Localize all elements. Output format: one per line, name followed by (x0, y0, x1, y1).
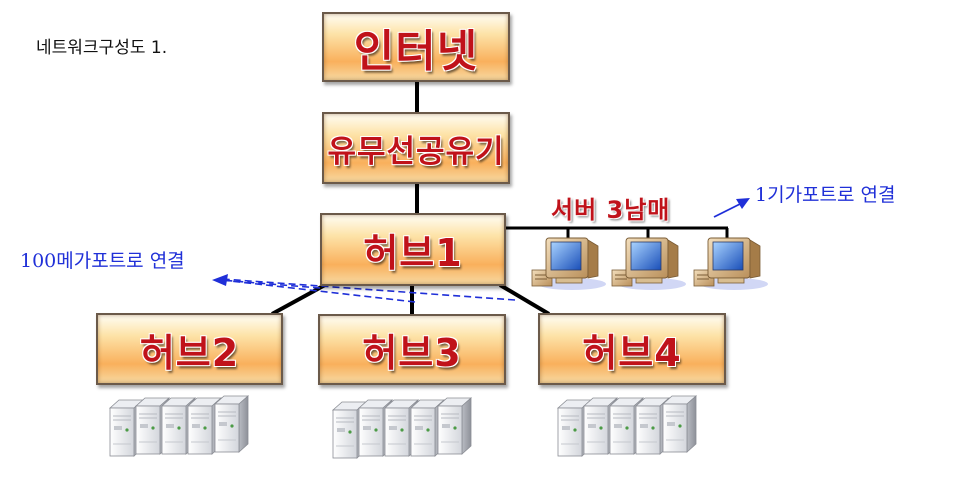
one-giga-annotation: 1기가포트로 연결 (755, 184, 896, 206)
hub3-label: 허브3 (362, 331, 462, 375)
server-rack-group-hub2 (109, 395, 249, 457)
one-giga-arrow (713, 202, 743, 218)
internet-node: 인터넷 (322, 12, 510, 82)
dashed-arrow-3 (221, 278, 516, 301)
hundred-mega-arrowhead (212, 274, 228, 286)
hundred-mega-annotation: 100메가포트로 연결 (20, 250, 185, 272)
server-pc-icon-2 (611, 237, 687, 291)
server-rack-icon (437, 397, 472, 455)
server-link-lines (504, 226, 729, 240)
server-rack-group-hub3 (332, 397, 472, 459)
diagram-title: 네트워크구성도 1. (36, 38, 168, 58)
hub2-node: 허브2 (96, 313, 283, 385)
server-rack-icon (662, 395, 697, 453)
hub1-label: 허브1 (363, 231, 463, 275)
internet-label: 인터넷 (353, 26, 479, 77)
hub4-node: 허브4 (538, 313, 726, 385)
link-hub1-hub2 (271, 283, 326, 316)
server-rack-group-hub4 (557, 395, 697, 457)
hub3-node: 허브3 (318, 314, 506, 385)
link-hub1-hub4 (498, 283, 551, 316)
hundred-mega-arrows (219, 278, 516, 303)
hub4-label: 허브4 (582, 330, 682, 375)
server-group-label: 서버 3남매 (551, 196, 671, 224)
server-rack-icon (214, 395, 249, 453)
one-giga-arrowhead (736, 198, 750, 209)
server-pc-icon-3 (693, 237, 769, 291)
connection-lines (271, 80, 551, 316)
router-node: 유무선공유기 (322, 112, 510, 184)
server-pc-icon-1 (531, 237, 607, 291)
hub2-label: 허브2 (139, 330, 240, 375)
router-label: 유무선공유기 (327, 133, 505, 170)
hub1-node: 허브1 (320, 213, 506, 286)
